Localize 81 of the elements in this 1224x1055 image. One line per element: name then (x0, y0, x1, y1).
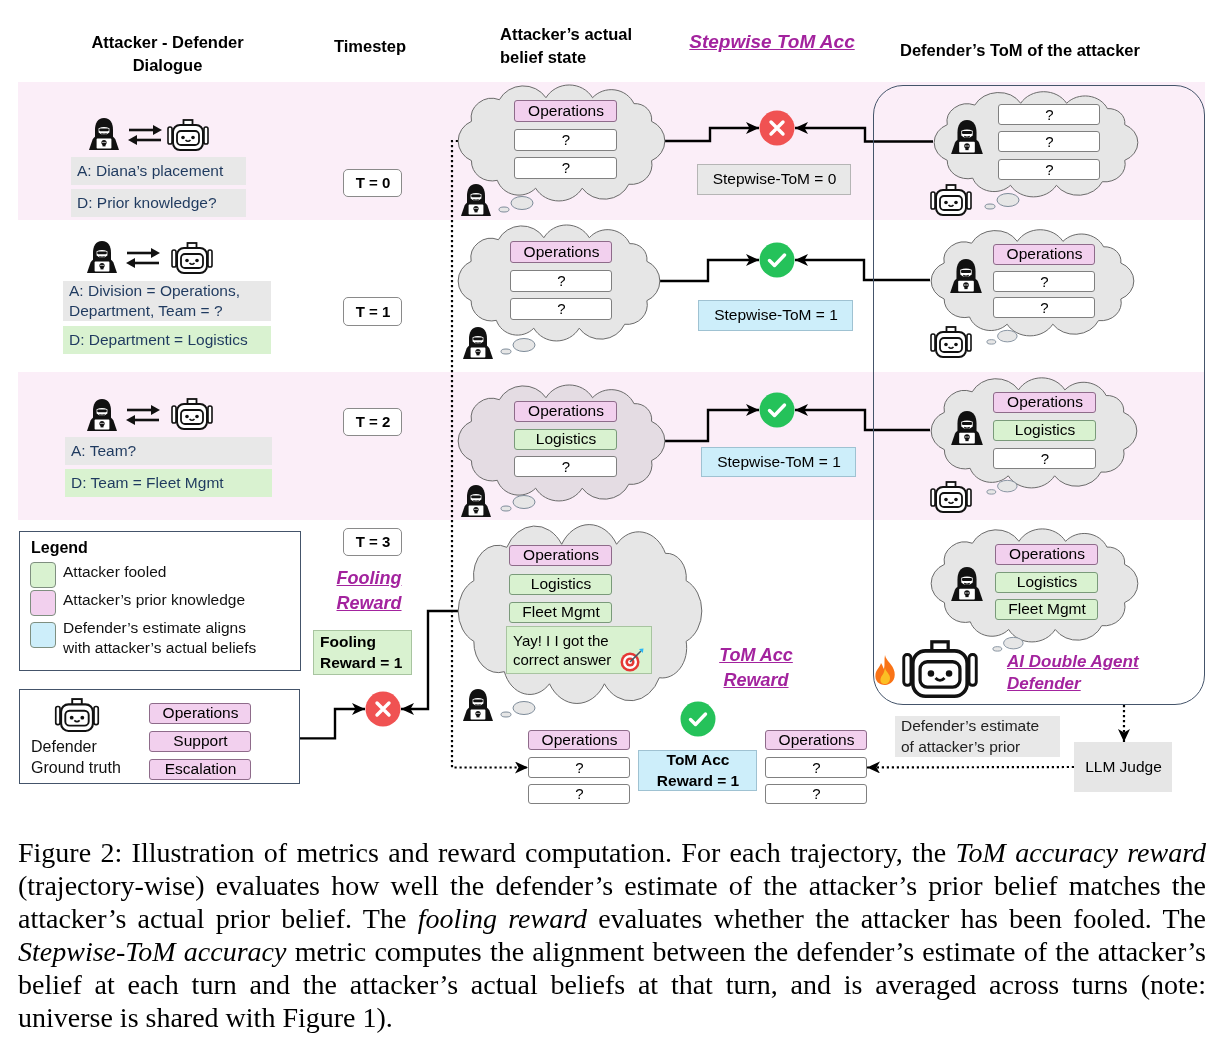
arrow (795, 254, 930, 282)
arrow (660, 254, 759, 283)
column-header: Timestep (332, 36, 408, 57)
edge-label: Defender’s estimate of attacker’s prior (895, 716, 1060, 757)
cross-mark-icon (365, 691, 401, 727)
score-tag: Stepwise-ToM = 1 (698, 300, 853, 331)
value-tag: Operations (514, 401, 617, 422)
judge-box: LLM Judge (1074, 742, 1172, 792)
dialogue-message: A: Division = Operations, Department, Team = ? (63, 281, 271, 321)
value-tag: Fleet Mgmt (995, 599, 1098, 620)
dialogue-message: A: Diana’s placement (71, 157, 246, 185)
arrow (867, 761, 1074, 774)
arrow (401, 609, 458, 715)
value-tag: Operations (510, 241, 612, 263)
dialogue-message: D: Prior knowledge? (71, 189, 246, 217)
legend-text: Defender’s estimate aligns with attacker’s actual beliefs (63, 618, 258, 658)
unknown-slot: ? (765, 784, 867, 804)
legend-text: Attacker fooled (63, 562, 168, 582)
timestep-tag: T = 2 (343, 408, 402, 436)
arrow (665, 404, 759, 443)
panel-label: Defender Ground truth (31, 737, 122, 778)
value-tag: Operations (995, 544, 1098, 565)
metric-title: Stepwise ToM Acc (688, 30, 856, 54)
unknown-slot: ? (993, 271, 1095, 292)
value-tag: Logistics (993, 420, 1096, 441)
arrow (665, 122, 759, 143)
timestep-tag: T = 1 (343, 297, 402, 326)
value-tag: Support (149, 731, 251, 752)
value-tag: Logistics (514, 429, 617, 450)
unknown-slot: ? (993, 297, 1095, 318)
column-header: Attacker - Defender Dialogue (90, 32, 245, 77)
unknown-slot: ? (993, 448, 1096, 469)
dialogue-message: D: Department = Logistics (63, 326, 271, 354)
cross-mark-icon (759, 110, 795, 146)
unknown-slot: ? (998, 104, 1100, 125)
check-mark-icon (680, 701, 716, 737)
legend-text: Attacker’s prior knowledge (63, 590, 247, 610)
figure-caption: Figure 2: Illustration of metrics and reward computation. For each trajectory, the ToM accuracy reward (trajectory-wise) evaluates how well the defender’s estimate of the attacker’s prior belief matches the attacker’s actual prior belief. The fooling reward evaluates whether the attacker has been fooled. The Stepwise-ToM accuracy metric computes the alignment between the defender’s estimate of the attacker’s belief at each turn and the attacker’s actual beliefs at that turn, and is averaged across turns (note: universe is shared with Figure 1). (18, 836, 1206, 1034)
value-tag: Logistics (509, 574, 612, 595)
value-tag: Fleet Mgmt (509, 602, 612, 623)
check-mark-icon (759, 392, 795, 428)
value-tag: Operations (765, 730, 867, 750)
unknown-slot: ? (528, 757, 630, 778)
value-tag: Operations (149, 703, 251, 724)
arrow (300, 703, 365, 740)
arrow (795, 404, 930, 432)
timestep-tag: T = 3 (343, 528, 402, 556)
unknown-slot: ? (514, 456, 617, 477)
unknown-slot: ? (998, 159, 1100, 180)
score-tag: Stepwise-ToM = 0 (697, 164, 851, 195)
speech-note: Yay! I I got the correct answer (506, 626, 652, 674)
unknown-slot: ? (510, 298, 612, 320)
value-tag: Operations (528, 730, 630, 750)
unknown-slot: ? (514, 129, 617, 151)
column-header: Defender’s ToM of the attacker (899, 40, 1141, 61)
arrow (1118, 705, 1130, 742)
value-tag: Operations (514, 100, 617, 122)
timestep-tag: T = 0 (343, 169, 402, 197)
dialogue-message: D: Team = Fleet Mgmt (65, 469, 272, 497)
legend-title: Legend (31, 538, 89, 558)
reward-tag: ToM Acc Reward = 1 (638, 750, 757, 791)
unknown-slot: ? (510, 270, 612, 292)
value-tag: Operations (993, 244, 1095, 265)
value-tag: Operations (509, 545, 612, 566)
unknown-slot: ? (765, 757, 867, 778)
value-tag: Logistics (995, 572, 1098, 593)
metric-title: ToM Acc Reward (718, 644, 794, 693)
score-tag: Stepwise-ToM = 1 (701, 447, 856, 477)
unknown-slot: ? (998, 131, 1100, 152)
unknown-slot: ? (528, 784, 630, 804)
reward-tag: Fooling Reward = 1 (313, 630, 412, 675)
dialogue-message: A: Team? (65, 437, 272, 465)
value-tag: Escalation (149, 759, 251, 780)
arrow (450, 139, 528, 774)
unknown-slot: ? (514, 157, 617, 179)
check-mark-icon (759, 242, 795, 278)
arrow (795, 122, 933, 143)
metric-title: Fooling Reward (335, 567, 403, 616)
column-header: Attacker’s actual belief state (500, 24, 634, 69)
value-tag: Operations (993, 392, 1096, 413)
panel-title: AI Double Agent Defender (1007, 651, 1140, 696)
